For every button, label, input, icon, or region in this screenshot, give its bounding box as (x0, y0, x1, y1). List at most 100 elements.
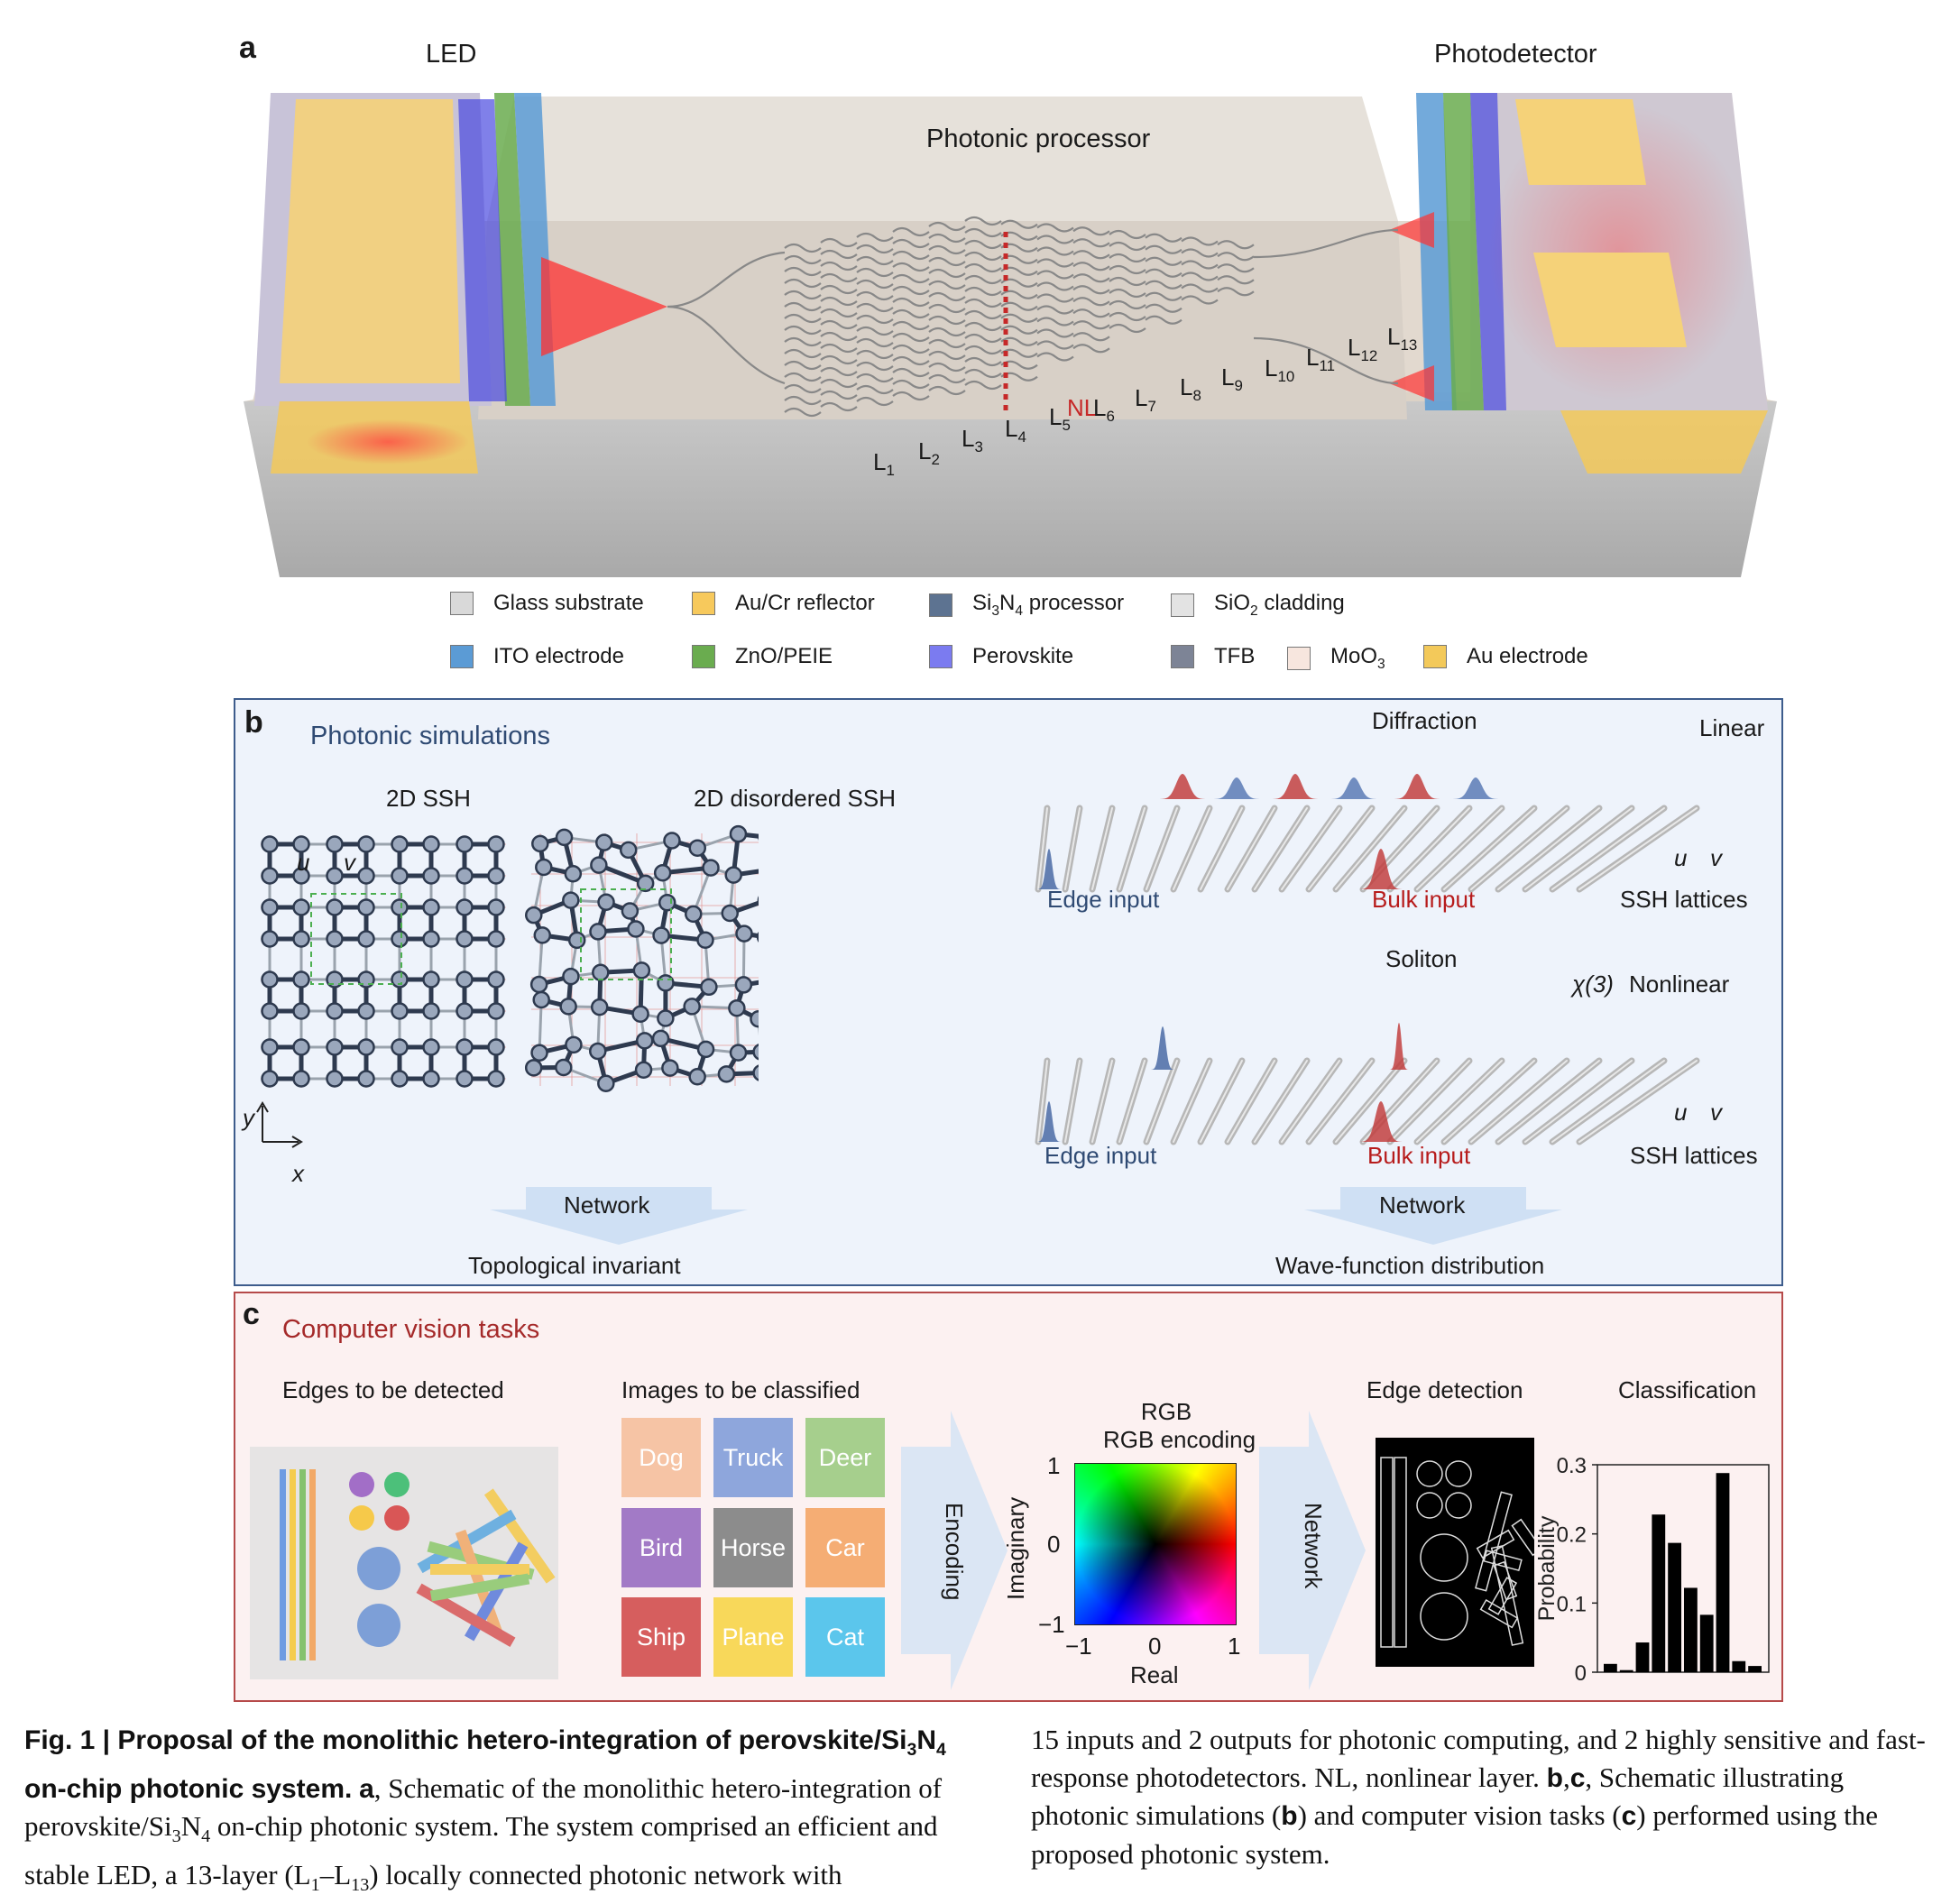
lattice-site (262, 972, 278, 988)
lattice-site (262, 1040, 278, 1055)
caption-left: Fig. 1 | Proposal of the monolithic hete… (24, 1721, 971, 1904)
layer-label-2: L2 (918, 437, 940, 469)
lattice-site (457, 932, 473, 947)
lattice-site (658, 1011, 673, 1026)
diffraction-pulse (1268, 774, 1322, 799)
waveguide-array-nonlinear (1035, 1023, 1697, 1142)
lattice-site (593, 965, 608, 980)
caption-right: 15 inputs and 2 outputs for photonic com… (1031, 1721, 1942, 1872)
class-tile-horse: Horse (713, 1508, 793, 1587)
lattice-site (662, 1061, 677, 1076)
lattice-site (659, 895, 675, 910)
legend-sio2-cladding: SiO2 cladding (1171, 591, 1345, 620)
lattice-site (359, 837, 374, 852)
ssh-lattices-2d (253, 808, 759, 1151)
soliton-edge-pulse (1149, 1026, 1176, 1070)
lattice-site (262, 1072, 278, 1087)
lattice-site (557, 830, 572, 845)
network-label-left: Network (564, 1191, 649, 1219)
cmap-ytick-0: 0 (1047, 1531, 1060, 1559)
lattice-site (424, 869, 439, 884)
lattice-site (294, 972, 309, 988)
lattice-site (754, 1065, 759, 1081)
cmap-ytick-neg1: −1 (1038, 1611, 1065, 1639)
legend-tfb: TFB (1171, 644, 1255, 669)
lattice-site (327, 900, 343, 915)
diffraction-pulse (1155, 774, 1210, 799)
chart-frame (1597, 1465, 1769, 1672)
images-title: Images to be classified (621, 1376, 860, 1404)
lattice-site (359, 869, 374, 884)
chi3-label: χ(3) (1572, 970, 1614, 998)
edges-title: Edges to be detected (282, 1376, 504, 1404)
lattice-site (262, 900, 278, 915)
edge-detection-title: Edge detection (1366, 1376, 1523, 1404)
lattice-site (719, 1066, 734, 1081)
lattice-site (489, 1040, 504, 1055)
lattice-site (424, 1004, 439, 1019)
lattice-site (722, 906, 738, 921)
lattice-site (526, 907, 541, 923)
v-label-wg-2: v (1710, 1099, 1722, 1127)
legend-moo3-text: MoO3 (1330, 644, 1385, 673)
lattice-site (262, 869, 278, 884)
complex-color-map (1074, 1463, 1237, 1625)
bar-7 (1700, 1614, 1714, 1672)
class-tile-bird: Bird (621, 1508, 701, 1587)
layer-label-4: L4 (1005, 415, 1026, 446)
class-tile-ship: Ship (621, 1597, 701, 1677)
lattice-site (532, 836, 548, 851)
class-tile-cat: Cat (805, 1597, 885, 1677)
legend-au-electrode: Au electrode (1423, 644, 1588, 669)
lattice-site (532, 1045, 548, 1061)
network-label-right: Network (1379, 1191, 1465, 1219)
lattice-site (392, 1040, 408, 1055)
waveguide-array-linear (1035, 774, 1697, 889)
lattice-site (294, 1004, 309, 1019)
lattice-site (489, 932, 504, 947)
u-label-2d: u (297, 849, 309, 877)
lattice-site (731, 826, 746, 842)
lattice-site (634, 962, 649, 978)
layer-label-8: L8 (1180, 373, 1201, 405)
v-label-wg-1: v (1710, 844, 1722, 872)
legend-au-cr-reflector: Au/Cr reflector (692, 591, 875, 616)
lattice-site (685, 998, 700, 1014)
lattice-site (392, 932, 408, 947)
lattice-site (294, 932, 309, 947)
lattice-site (701, 980, 716, 995)
lattice-site (698, 1042, 713, 1057)
ssh-lattices-label-2: SSH lattices (1630, 1142, 1758, 1170)
lattice-site (457, 837, 473, 852)
bar-1 (1604, 1664, 1617, 1672)
ssh-lattices-label-1: SSH lattices (1620, 886, 1748, 914)
cmap-ylabel: Imaginary (1002, 1497, 1030, 1600)
lattice-site (457, 972, 473, 988)
bar-8 (1716, 1473, 1730, 1672)
legend-si3n4-processor: Si3N4 processor (929, 591, 1124, 620)
lattice-site (750, 1011, 759, 1026)
lattice-site (535, 927, 550, 943)
photonic-simulations-title: Photonic simulations (310, 722, 550, 751)
lattice-site (561, 998, 576, 1014)
lattice-site (633, 1007, 649, 1022)
u-label-wg-1: u (1674, 844, 1687, 872)
lattice-site (596, 835, 612, 851)
bar-3 (1636, 1642, 1650, 1672)
lattice-site (327, 1072, 343, 1087)
panel-c-letter: c (243, 1297, 260, 1332)
layer-label-1: L1 (873, 448, 895, 480)
lattice-site (262, 1004, 278, 1019)
y-tick-label: 0.3 (1557, 1454, 1587, 1478)
lattice-site (327, 1040, 343, 1055)
bar-9 (1732, 1661, 1745, 1672)
lattice-site (489, 869, 504, 884)
lattice-site (392, 1004, 408, 1019)
lattice-site (392, 1072, 408, 1087)
class-tile-deer: Deer (805, 1418, 885, 1497)
lattice-site (556, 1060, 571, 1075)
layer-label-11: L11 (1306, 344, 1335, 375)
y-tick-label: 0 (1575, 1661, 1587, 1686)
axis-x-label: x (292, 1160, 304, 1188)
lattice-site (327, 932, 343, 947)
